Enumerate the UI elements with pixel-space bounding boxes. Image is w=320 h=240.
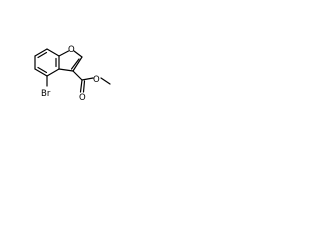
atom-label-carbonyl-oxygen: O xyxy=(79,93,86,103)
bond-c2-c3 xyxy=(72,56,83,72)
bond-c7a-c7 xyxy=(46,48,60,57)
double-bond-c5-c4 xyxy=(37,66,48,74)
double-bond-carbonyl-c-o xyxy=(82,80,86,93)
bond-carbonyl-carbon-ester-oxygen xyxy=(81,77,94,81)
benzene-ring xyxy=(34,48,60,77)
bond-c5-c4 xyxy=(34,68,48,77)
double-bond-c2-c3 xyxy=(70,58,80,70)
benzofuran-structure-diagram: O Br O O xyxy=(34,45,111,103)
bond-o1-c2 xyxy=(73,50,83,58)
atom-label-bromine: Br xyxy=(41,89,51,99)
bond-c7a-o1 xyxy=(58,50,70,57)
atom-label-ester-oxygen: O xyxy=(93,75,100,85)
double-bond-c7-c6 xyxy=(37,51,48,59)
bond-c3-c3a xyxy=(58,68,74,72)
atom-label-ring-oxygen: O xyxy=(68,45,75,55)
bond-c4-c3a xyxy=(46,68,60,77)
structure-canvas: O Br O O xyxy=(0,0,152,152)
methyl-ester-group xyxy=(72,70,111,93)
bond-c3-carbonyl-carbon xyxy=(72,70,83,81)
bond-carbonyl-c-o xyxy=(79,79,83,93)
bond-ester-oxygen-methyl xyxy=(100,77,111,85)
furan-ring xyxy=(58,50,83,72)
bond-c7-c6 xyxy=(34,48,48,57)
